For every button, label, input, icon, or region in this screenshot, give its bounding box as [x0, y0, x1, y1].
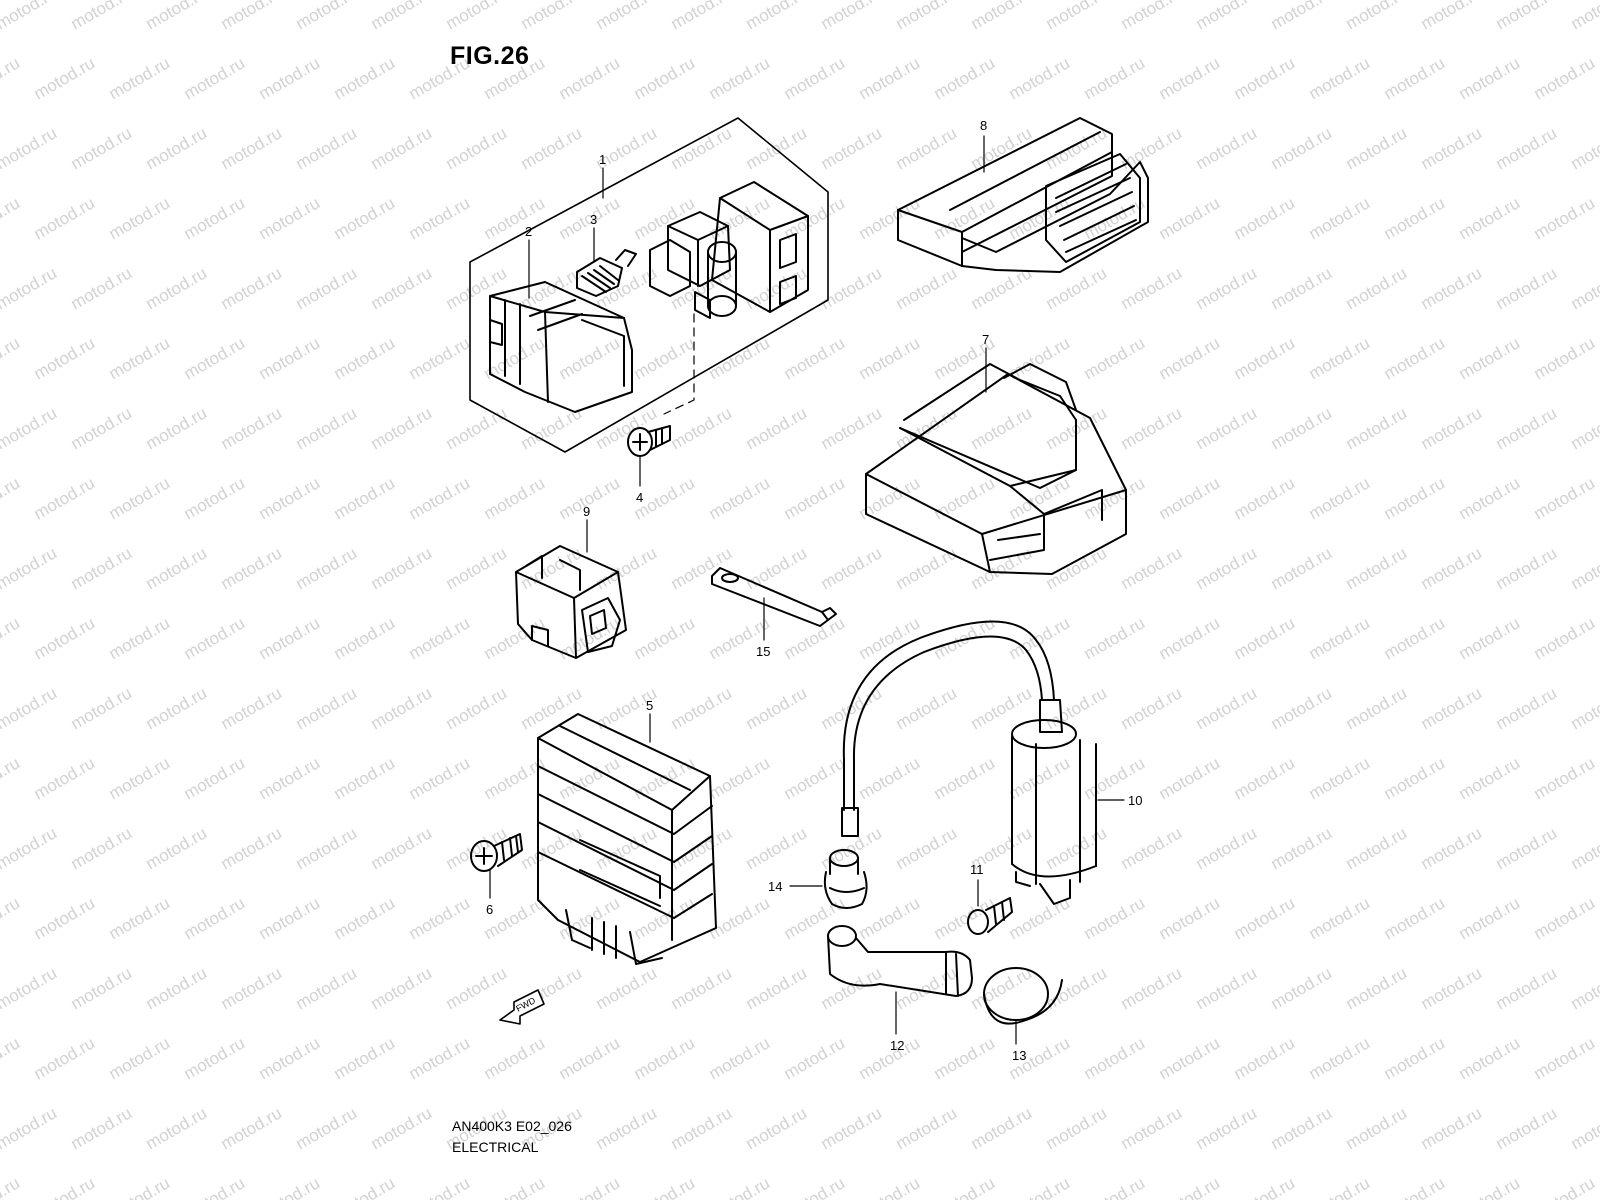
callout-7: 7: [982, 332, 989, 347]
callout-13: 13: [1012, 1048, 1026, 1063]
callout-6: 6: [486, 902, 493, 917]
model-code: AN400K3 E02_026: [452, 1118, 572, 1134]
callout-8: 8: [980, 118, 987, 133]
fwd-arrow-icon: [499, 989, 545, 1025]
part-8-ecm: [897, 117, 1149, 273]
part-2-relay: [489, 281, 633, 413]
callout-15: 15: [756, 644, 770, 659]
callout-4: 4: [636, 490, 643, 505]
part-7-control-unit: [865, 363, 1127, 575]
part-4-screw: [627, 425, 671, 487]
kit-1-starter-relay: [649, 181, 809, 319]
part-15-clamp: [711, 567, 837, 641]
part-6-bolt: [470, 833, 523, 899]
figure-title: FIG.26: [450, 42, 530, 70]
part-5-regulator: [537, 713, 717, 965]
callout-14: 14: [768, 879, 782, 894]
part-13-cover: [983, 967, 1063, 1045]
callout-11: 11: [970, 862, 984, 877]
kit-1-outline: [469, 117, 829, 453]
part-12-plug-cap: [827, 925, 973, 1035]
part-10-ignition-coil: [841, 620, 1125, 905]
callout-9: 9: [583, 504, 590, 519]
callout-2: 2: [525, 224, 532, 239]
callout-10: 10: [1128, 793, 1142, 808]
part-9-coupler: [515, 545, 627, 659]
part-11-bolt: [967, 879, 1013, 935]
callout-12: 12: [890, 1038, 904, 1053]
leader-kit-screw: [663, 313, 695, 415]
part-14-cap: [789, 849, 868, 909]
callout-3: 3: [590, 212, 597, 227]
callout-1: 1: [599, 152, 606, 167]
section-name: ELECTRICAL: [452, 1139, 539, 1155]
part-3-fuse: [576, 249, 637, 297]
callout-5: 5: [646, 698, 653, 713]
